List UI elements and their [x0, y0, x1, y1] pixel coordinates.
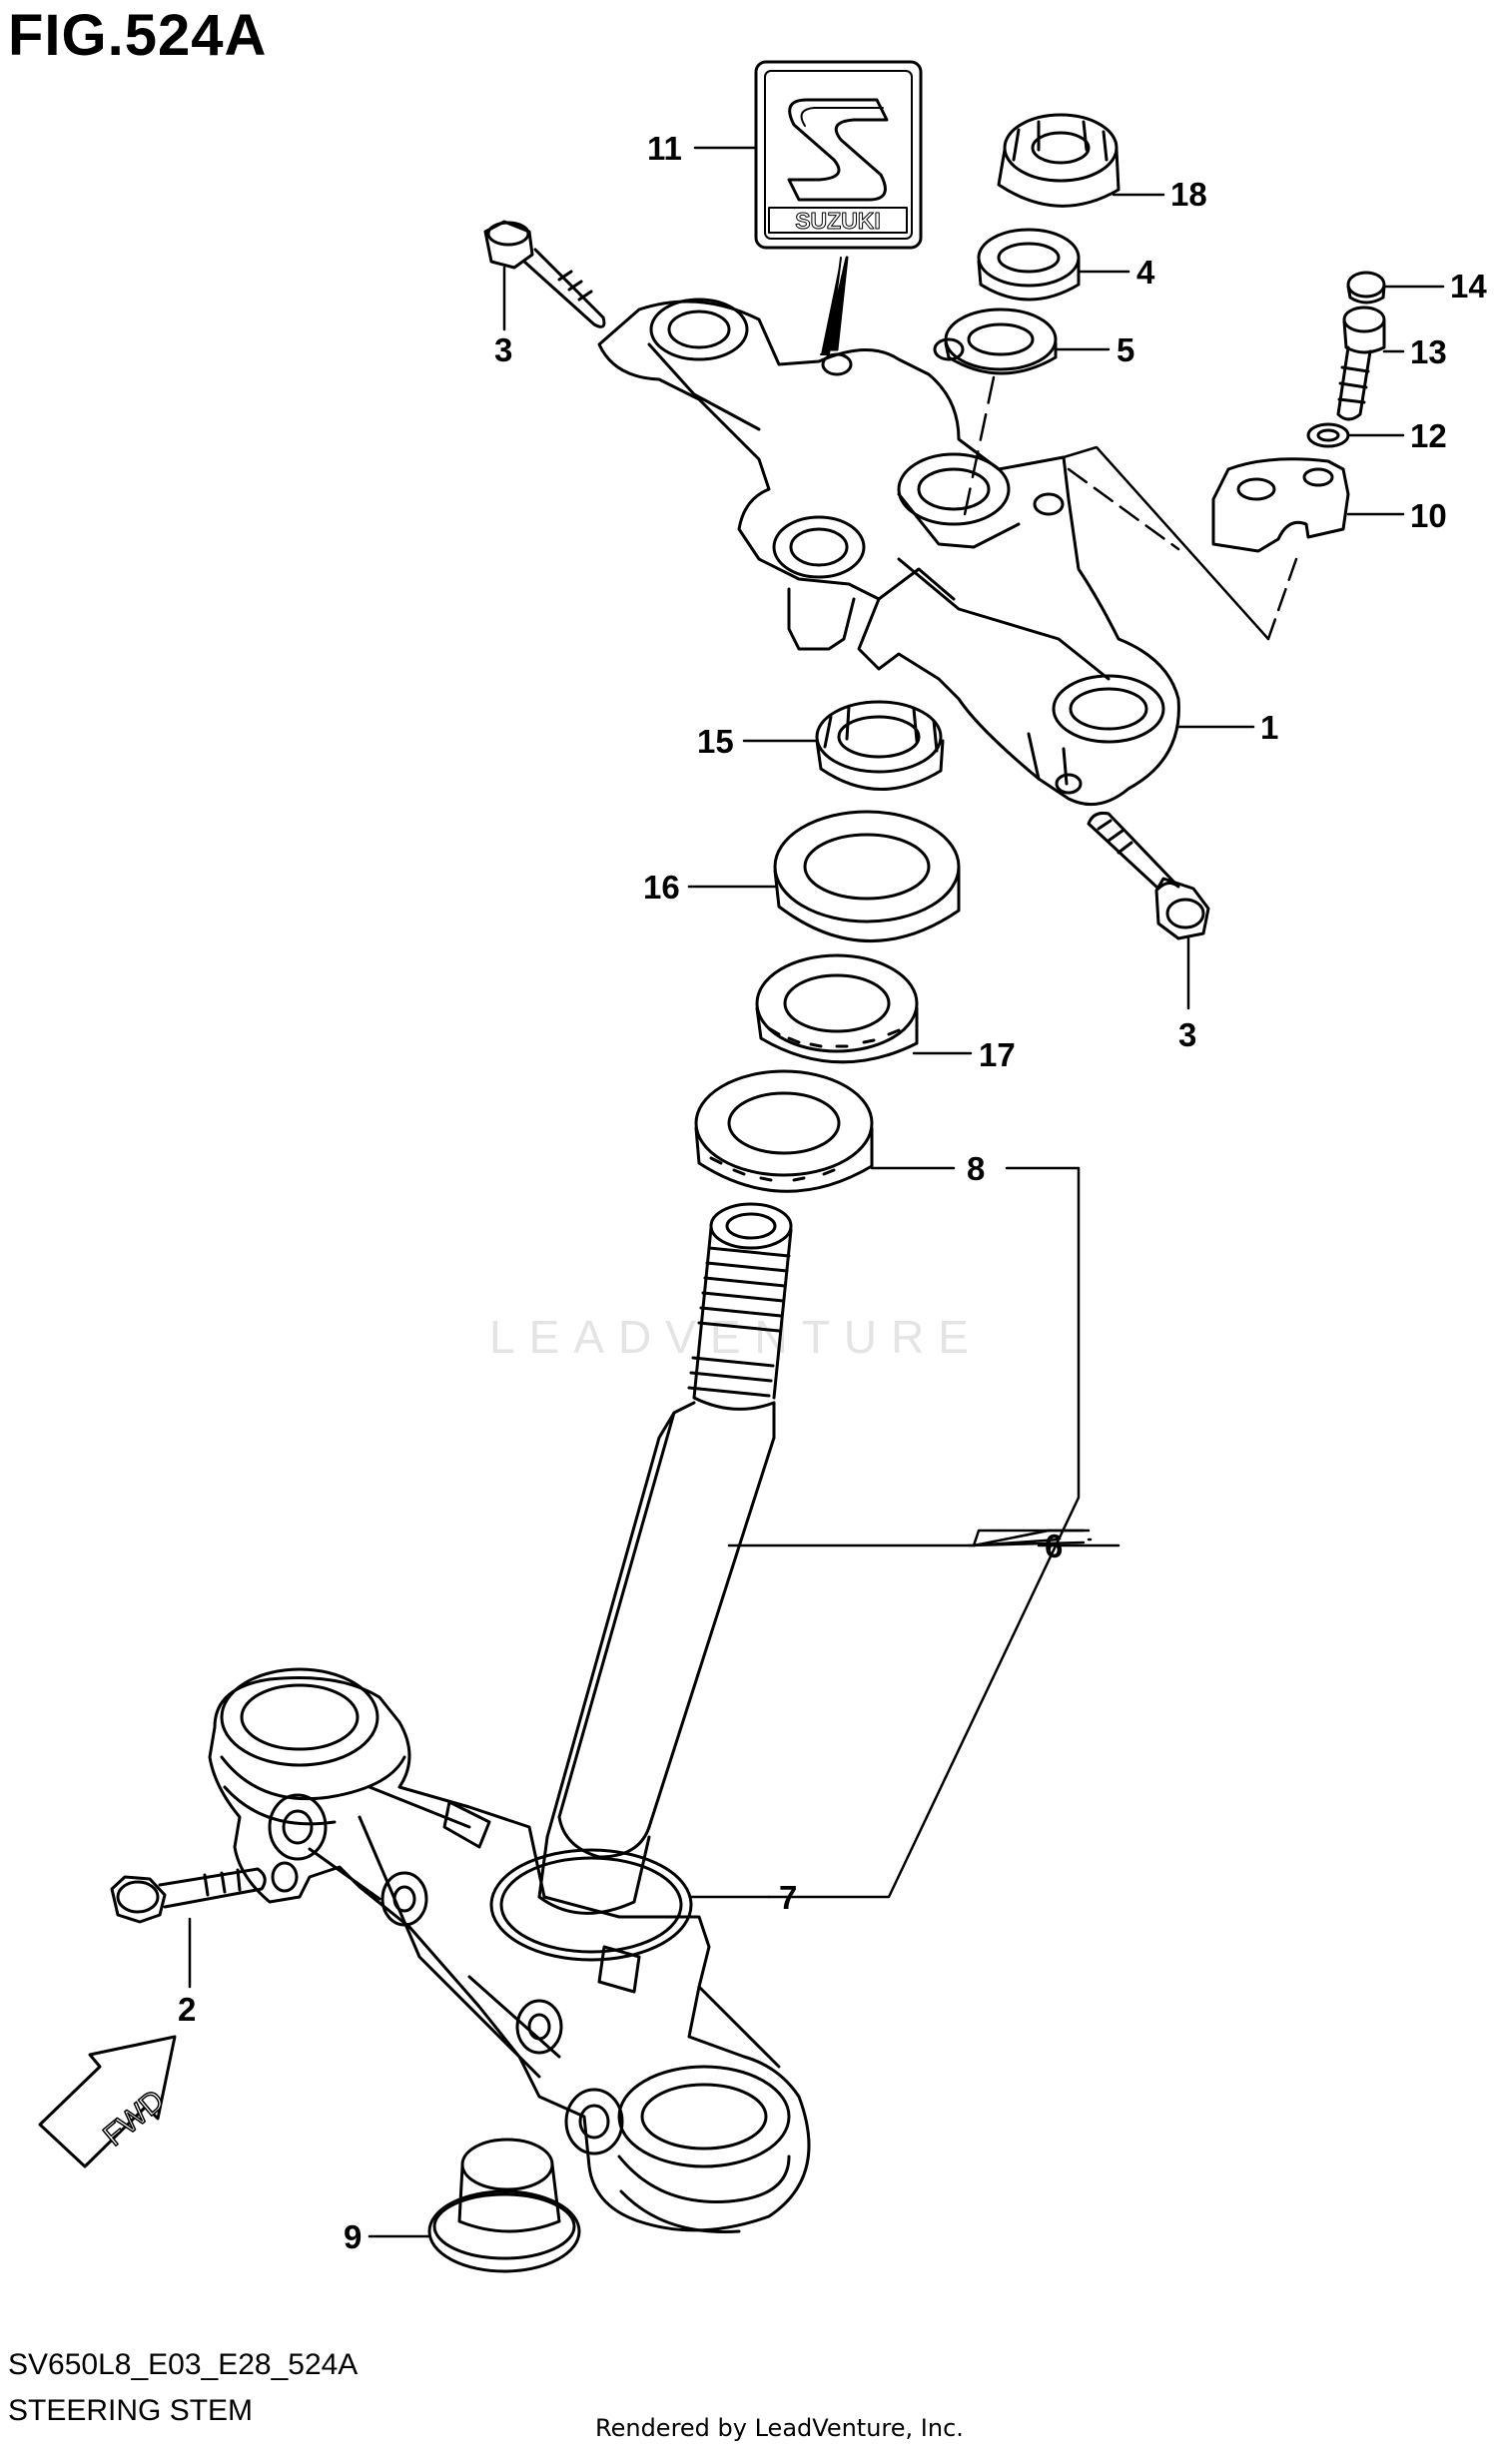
- upper-bracket-part: [597, 298, 1180, 807]
- watermark: LEADVENTURE: [489, 1311, 983, 1363]
- callout-15: 15: [697, 723, 734, 760]
- fwd-arrow-icon: FWD: [38, 2035, 177, 2168]
- callout-10: 10: [1410, 497, 1447, 534]
- callout-18: 18: [1170, 176, 1207, 213]
- suzuki-badge-part: SUZUKI: [754, 60, 923, 355]
- callout-13: 13: [1410, 333, 1447, 370]
- lock-washer-part: [1306, 422, 1350, 448]
- diagram-name: STEERING STEM: [8, 2394, 254, 2427]
- callouts: 11 18 4 14 3 13 5 12 10 1 15 16 3 17 8 6…: [178, 130, 1487, 2255]
- washer-part: [944, 308, 1058, 375]
- callout-9: 9: [344, 2218, 362, 2255]
- callout-2: 2: [178, 1991, 196, 2028]
- callout-8: 8: [967, 1150, 985, 1187]
- bolt-lower-left-part: [110, 1867, 267, 1924]
- dust-seal-part: [773, 810, 961, 942]
- figure-title: FIG.524A: [8, 3, 268, 68]
- callout-17: 17: [979, 1036, 1016, 1073]
- callout-3-upper: 3: [494, 331, 512, 368]
- callout-4: 4: [1136, 254, 1155, 291]
- washer-ring-part: [977, 228, 1081, 302]
- callout-5: 5: [1117, 331, 1134, 368]
- cap-nut-part: [997, 113, 1121, 208]
- callout-6: 6: [1045, 1528, 1063, 1564]
- cap-part: [1346, 271, 1386, 305]
- seal-part: [489, 1848, 693, 1962]
- plug-cap-part: [427, 2138, 581, 2273]
- callout-16: 16: [643, 869, 680, 906]
- callout-14: 14: [1450, 268, 1487, 305]
- lock-nut-part: [815, 700, 945, 791]
- callout-1: 1: [1260, 709, 1278, 746]
- rendered-by-credit: Rendered by LeadVenture, Inc.: [595, 2414, 964, 2442]
- callout-12: 12: [1410, 417, 1447, 454]
- lower-bearing-part: [694, 1069, 874, 1193]
- upper-bearing-part: [755, 953, 919, 1064]
- callout-11: 11: [647, 130, 682, 167]
- bolt-upper-left-part: [483, 220, 606, 328]
- holder-bolt-part: [1336, 306, 1386, 421]
- steering-stem-part: [208, 1202, 811, 2233]
- leader-lines: [188, 146, 1445, 2238]
- handlebar-holder-part: [1062, 445, 1350, 641]
- badge-text: SUZUKI: [795, 208, 881, 234]
- bolt-lower-right-part: [1087, 812, 1210, 940]
- callout-7: 7: [779, 1879, 797, 1916]
- callout-3-lower: 3: [1178, 1016, 1196, 1053]
- model-code: SV650L8_E03_E28_524A: [8, 2348, 359, 2381]
